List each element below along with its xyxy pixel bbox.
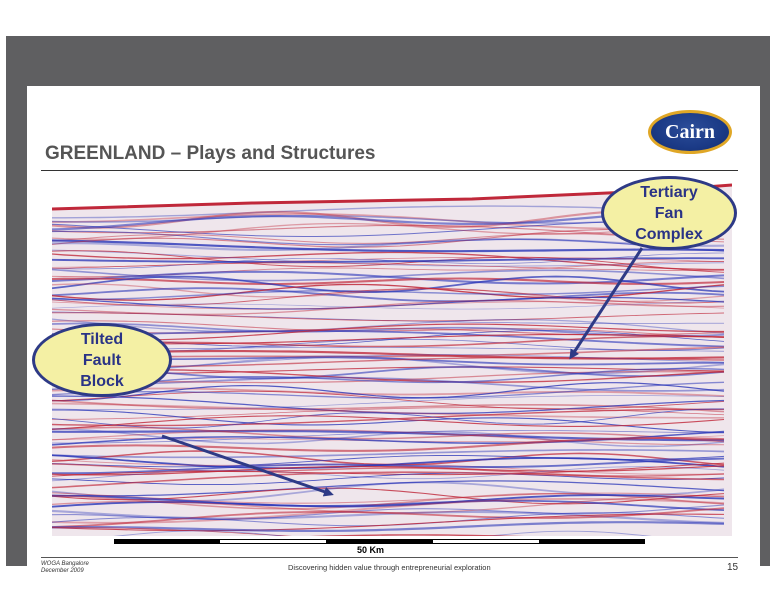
footer-tagline: Discovering hidden value through entrepr…: [288, 563, 491, 572]
callout-line: Block: [80, 372, 124, 390]
seismic-reflector: [52, 238, 725, 251]
footer-date: December 2009: [41, 568, 84, 574]
seismic-reflector: [52, 318, 725, 335]
seismic-reflector: [52, 301, 725, 310]
seismic-reflector: [52, 409, 725, 434]
seismic-reflector: [52, 395, 725, 415]
callout-line: Fan: [654, 204, 684, 222]
seismic-reflector: [52, 402, 724, 419]
callout-line: Tertiary: [640, 183, 698, 201]
scale-label: 50 Km: [357, 545, 385, 555]
seismic-reflector: [52, 480, 725, 497]
seismic-reflector: [52, 497, 725, 524]
seismic-reflector: [52, 462, 725, 477]
seismic-reflector: [52, 230, 725, 252]
tertiary-arrow: [569, 247, 644, 360]
seismic-reflector: [52, 300, 725, 310]
seismic-reflector: [52, 277, 725, 286]
seismic-reflector: [52, 521, 725, 532]
seismic-reflector: [52, 457, 725, 475]
seismic-reflector: [52, 296, 725, 310]
logo-text: Cairn: [665, 120, 715, 143]
seismic-reflector: [52, 262, 724, 271]
seismic-reflector: [52, 387, 725, 398]
footer-event: WOGA Bangalore: [41, 561, 89, 567]
seismic-reflector: [52, 494, 725, 508]
seismic-reflector: [52, 455, 725, 468]
seismic-reflector: [52, 465, 725, 476]
seismic-reflector: [52, 436, 725, 452]
seismic-reflector: [52, 527, 293, 536]
callout-line: Tilted: [80, 330, 124, 348]
scale-bar: [114, 539, 646, 544]
seismic-reflector: [52, 323, 724, 341]
footer-divider: [41, 557, 738, 558]
seismic-reflector: [52, 270, 725, 285]
slide-title: GREENLAND – Plays and Structures: [45, 143, 376, 164]
seismic-reflector: [52, 330, 725, 348]
title-divider: [41, 170, 738, 171]
page-number: 15: [727, 562, 739, 573]
seismic-reflector: [52, 408, 724, 427]
seismic-reflector: [52, 507, 725, 528]
seismic-reflector: [52, 312, 725, 322]
tertiary-fan-complex-callout: Tertiary Fan Complex: [601, 176, 737, 250]
tilted-fault-block-callout: Tilted Fault Block: [32, 323, 172, 397]
seismic-reflector: [309, 534, 525, 536]
seismic-reflector: [52, 463, 725, 477]
seismic-reflector: [52, 415, 725, 430]
seismic-reflectors: [52, 205, 725, 536]
seismic-reflector: [52, 252, 725, 270]
seismic-reflector: [52, 471, 725, 489]
presentation-frame: GREENLAND – Plays and Structures Cairn T…: [6, 36, 770, 592]
seismic-reflector: [52, 371, 725, 384]
seismic-reflector: [52, 429, 724, 446]
seismic-reflector: [52, 239, 725, 253]
callout-line: Complex: [635, 225, 703, 243]
seismic-reflector: [52, 381, 725, 399]
seismic-reflector: [52, 459, 725, 475]
tilted-fault-arrow: [161, 434, 334, 497]
footer-event-info: WOGA Bangalore December 2009: [41, 561, 89, 575]
seismic-reflector: [52, 429, 725, 444]
seismic-reflector: [113, 530, 652, 536]
seismic-reflector: [52, 472, 725, 486]
seismic-reflector: [52, 426, 725, 443]
callout-line: Fault: [82, 351, 122, 369]
seismic-reflector: [52, 367, 725, 390]
seismic-reflector: [52, 449, 725, 459]
seismic-reflector: [52, 513, 725, 532]
seismic-reflector: [52, 224, 725, 240]
seismic-reflector: [52, 376, 725, 392]
seismic-reflector: [52, 320, 725, 339]
seismic-reflector: [52, 233, 725, 244]
slide: GREENLAND – Plays and Structures Cairn T…: [27, 86, 760, 592]
cairn-logo: Cairn: [648, 110, 732, 154]
seismic-reflector: [52, 494, 725, 511]
seismic-reflector: [52, 251, 724, 271]
seismic-section-image: [52, 183, 732, 536]
seismic-reflector: [52, 395, 725, 410]
